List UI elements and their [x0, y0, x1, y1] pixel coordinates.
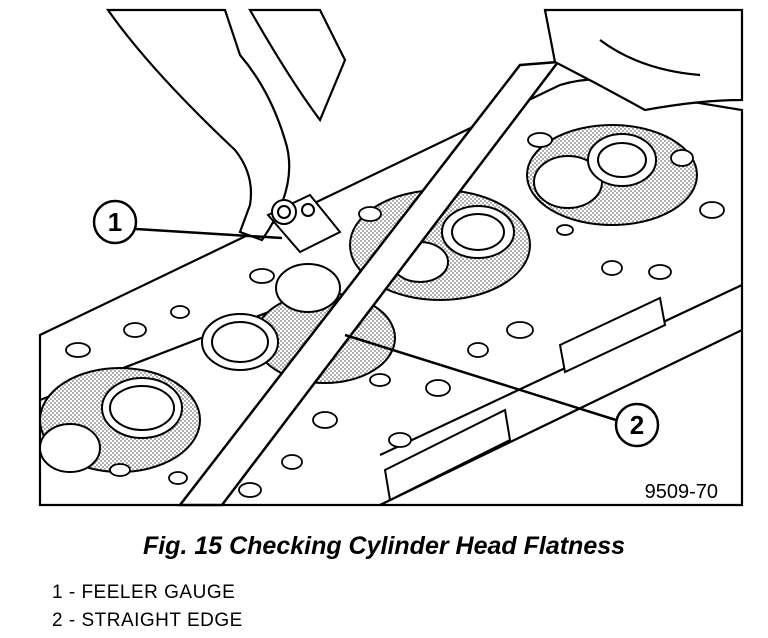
coolant-passages	[65, 132, 725, 498]
callout-2: 2	[344, 333, 660, 448]
cylinder-head-illustration: 1 2 9509-70	[38, 8, 744, 507]
callout-1-label: 1	[108, 207, 122, 237]
figure-caption: Fig. 15 Checking Cylinder Head Flatness	[142, 532, 626, 560]
hand	[105, 8, 744, 242]
legend-item-feeler-gauge: 1 - FEELER GAUGE	[52, 582, 236, 603]
callout-1: 1	[92, 199, 283, 245]
valves	[39, 133, 657, 473]
intake-ports	[383, 296, 667, 502]
callout-2-label: 2	[630, 410, 644, 440]
legend-item-straight-edge: 2 - STRAIGHT EDGE	[52, 610, 243, 631]
straight-edge	[177, 60, 561, 507]
feeler-gauge	[266, 193, 342, 254]
part-number: 9509-70	[645, 481, 718, 503]
